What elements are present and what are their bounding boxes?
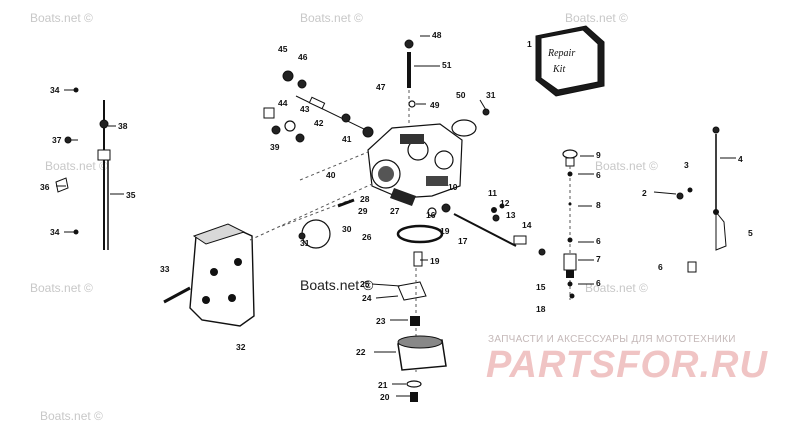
kit-label-line2: Kit <box>552 64 565 75</box>
callout-10: 10 <box>448 182 458 192</box>
callout-41: 41 <box>342 134 352 144</box>
callout-1: 1 <box>527 39 532 49</box>
callout-50: 50 <box>456 90 466 100</box>
callout-22: 22 <box>356 347 366 357</box>
callout-3: 3 <box>684 160 689 170</box>
throttle-linkage <box>263 70 374 143</box>
callout-12: 12 <box>500 198 510 208</box>
callout-2: 2 <box>642 188 647 198</box>
callout-20: 20 <box>380 392 390 402</box>
callout-17: 17 <box>458 236 468 246</box>
callout-30: 30 <box>342 224 352 234</box>
callout-29: 29 <box>358 206 368 216</box>
watermark-text: Boats.net © <box>595 159 658 173</box>
float-linkage-rod <box>55 87 111 250</box>
callout-23: 23 <box>376 316 386 326</box>
callout-45: 45 <box>278 44 288 54</box>
callout-6a: 6 <box>596 170 601 180</box>
callout-48: 48 <box>432 30 442 40</box>
callout-31b: 31 <box>486 90 496 100</box>
callout-34a: 34 <box>50 85 60 95</box>
cover-disk <box>451 119 477 137</box>
callout-27: 27 <box>390 206 400 216</box>
watermark-text: Boats.net © <box>585 281 648 295</box>
carburetor-body <box>367 123 463 206</box>
callout-31a: 31 <box>300 238 310 248</box>
screw-33 <box>163 286 191 304</box>
float-bowl-assembly <box>396 203 451 402</box>
callout-8: 8 <box>596 200 601 210</box>
callout-13: 13 <box>506 210 516 220</box>
callout-15: 15 <box>536 282 546 292</box>
callout-42: 42 <box>314 118 324 128</box>
callout-47: 47 <box>376 82 386 92</box>
brand-logo-text: PARTSFOR.RU <box>486 344 768 386</box>
watermark-text: Boats.net © <box>565 11 628 25</box>
callout-51: 51 <box>442 60 452 70</box>
callout-25: 25 <box>360 279 370 289</box>
callout-5: 5 <box>748 228 753 238</box>
callout-labels: 1 2 3 4 5 6 6 6 6 7 8 9 10 11 12 13 14 1… <box>40 30 753 402</box>
callout-21: 21 <box>378 380 388 390</box>
callout-43: 43 <box>300 104 310 114</box>
callout-46: 46 <box>298 52 308 62</box>
callout-11: 11 <box>488 188 497 198</box>
watermark-group: Boats.net © Boats.net © Boats.net © Boat… <box>30 11 658 423</box>
air-silencer-box <box>189 223 255 327</box>
callout-leaders <box>56 35 736 397</box>
callout-9: 9 <box>596 150 601 160</box>
callout-14: 14 <box>522 220 532 230</box>
watermark-text: Boats.net © <box>30 281 93 295</box>
callout-26: 26 <box>362 232 372 242</box>
callout-34b: 34 <box>50 227 60 237</box>
callout-6b: 6 <box>596 236 601 246</box>
callout-36: 36 <box>40 182 50 192</box>
jet-and-valve-stack <box>562 149 578 300</box>
watermark-text: Boats.net © <box>40 409 103 423</box>
callout-39: 39 <box>270 142 280 152</box>
watermark-text: Boats.net © <box>45 159 108 173</box>
watermark-text: Boats.net © <box>30 11 93 25</box>
callout-49: 49 <box>430 100 440 110</box>
callout-24: 24 <box>362 293 372 303</box>
callout-19b: 19 <box>430 256 440 266</box>
callout-4: 4 <box>738 154 743 164</box>
callout-38: 38 <box>118 121 128 131</box>
choke-rod <box>676 126 727 273</box>
watermark-text: Boats.net © <box>300 11 363 25</box>
callout-7: 7 <box>596 254 601 264</box>
center-watermark-text: Boats.net © <box>300 277 374 293</box>
callout-35: 35 <box>126 190 136 200</box>
callout-28: 28 <box>360 194 370 204</box>
kit-label-line1: Repair <box>547 48 575 59</box>
callout-44: 44 <box>278 98 288 108</box>
callout-19a: 19 <box>440 226 450 236</box>
callout-33: 33 <box>160 264 170 274</box>
lever-arm <box>453 203 546 256</box>
callout-40: 40 <box>326 170 336 180</box>
callout-18: 18 <box>536 304 546 314</box>
callout-37: 37 <box>52 135 62 145</box>
callout-32: 32 <box>236 342 246 352</box>
callout-6c: 6 <box>596 278 601 288</box>
repair-kit-box: Repair Kit <box>535 25 605 97</box>
callout-16: 16 <box>426 210 436 220</box>
brand-subtitle: ЗАПЧАСТИ И АКСЕССУАРЫ ДЛЯ МОТОТЕХНИКИ <box>488 334 736 345</box>
callout-6d: 6 <box>658 262 663 272</box>
needle-assembly <box>404 39 416 126</box>
